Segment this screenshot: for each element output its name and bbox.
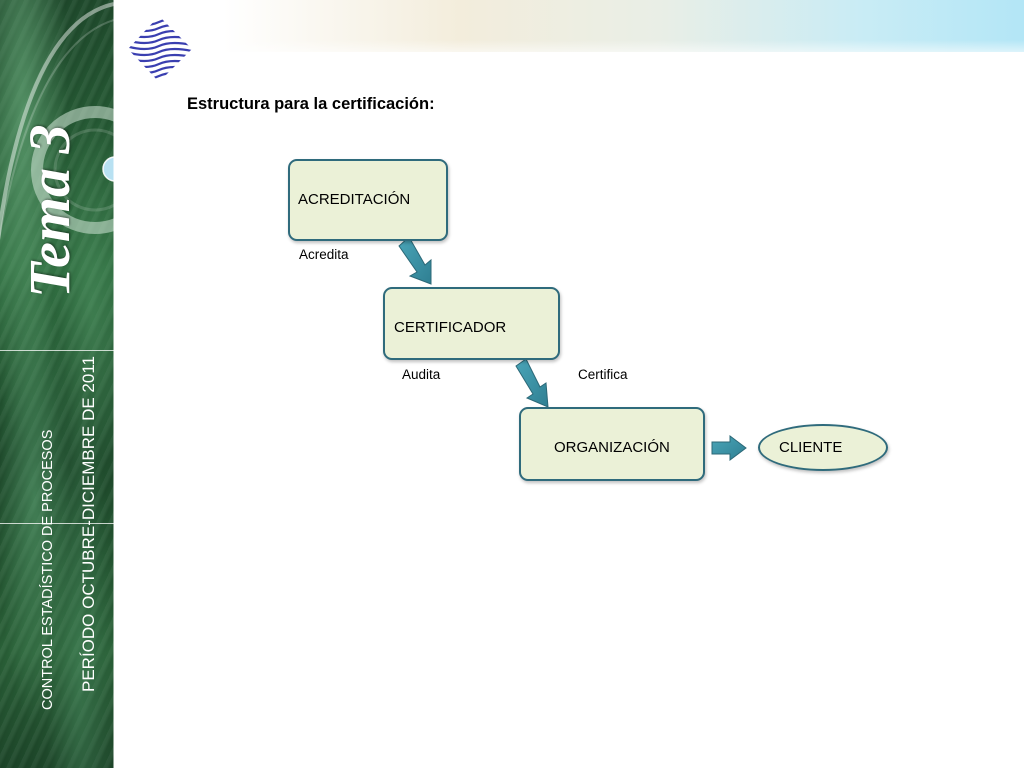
sidebar-decoration <box>0 2 114 242</box>
node-acreditacion-label: ACREDITACIÓN <box>298 191 411 208</box>
node-cliente-label: CLIENTE <box>779 439 843 456</box>
edge-label-certifica: Certifica <box>578 367 628 382</box>
node-cliente <box>758 424 888 471</box>
sidebar-divider <box>0 350 114 351</box>
edge-label-audita: Audita <box>402 367 441 382</box>
node-certificador <box>383 287 560 360</box>
slide-title: Estructura para la certificación: <box>187 95 435 113</box>
node-certificador-label: CERTIFICADOR <box>394 319 507 336</box>
edge-label-acredita: Acredita <box>299 247 349 262</box>
node-organizacion <box>519 407 705 481</box>
sidebar <box>0 0 114 768</box>
sidebar-edge <box>113 0 114 768</box>
arrow-acredita <box>398 236 432 285</box>
bubble-icon <box>102 156 114 182</box>
arrow-certifica <box>515 358 549 408</box>
node-acreditacion <box>288 159 448 241</box>
sidebar-divider <box>0 523 114 524</box>
arrow-to-cliente <box>711 435 747 461</box>
node-organizacion-label: ORGANIZACIÓN <box>554 439 670 456</box>
logo-icon <box>128 16 192 82</box>
